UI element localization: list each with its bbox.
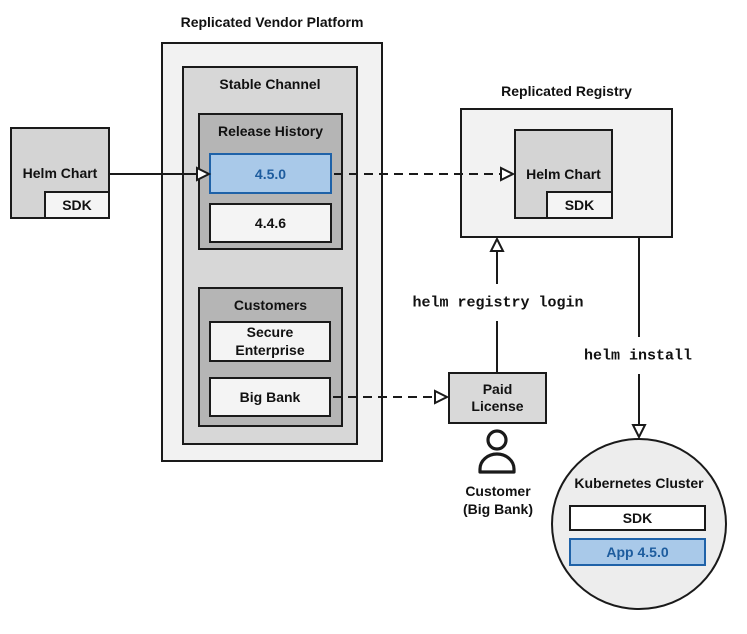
customers-title: Customers <box>233 297 308 313</box>
person-icon <box>478 429 516 474</box>
arrow-registry-to-cluster <box>631 238 647 440</box>
registry-title: Replicated Registry <box>501 83 632 99</box>
registry-helm-chart-label: Helm Chart <box>526 166 601 182</box>
cluster-sdk-box: SDK <box>569 505 706 531</box>
release-4-5-0-box: 4.5.0 <box>209 153 332 194</box>
helm-chart-source-label: Helm Chart <box>22 165 98 181</box>
release-4-4-6-box: 4.4.6 <box>209 203 332 243</box>
kubernetes-cluster-title: Kubernetes Cluster <box>574 475 704 491</box>
helm-chart-source-box: Helm Chart SDK <box>10 127 110 219</box>
paid-license-box: Paid License <box>448 372 547 424</box>
customer-caption-line1: Customer <box>465 483 531 499</box>
cluster-app-box: App 4.5.0 <box>569 538 706 566</box>
vendor-platform-title: Replicated Vendor Platform <box>180 14 364 30</box>
customer-big-bank-box: Big Bank <box>209 377 331 417</box>
helm-registry-login-label: helm registry login <box>412 294 584 312</box>
helm-install-label: helm install <box>583 347 693 365</box>
registry-sdk-box: SDK <box>546 191 613 219</box>
customer-caption-line2: (Big Bank) <box>463 501 533 517</box>
registry-helm-chart-box: Helm Chart SDK <box>514 129 613 219</box>
stable-channel-title: Stable Channel <box>219 76 321 92</box>
customer-caption: Customer (Big Bank) <box>438 482 558 518</box>
customer-secure-enterprise-box: Secure Enterprise <box>209 321 331 362</box>
helm-chart-source-sdk-box: SDK <box>44 191 110 219</box>
release-history-title: Release History <box>217 123 324 139</box>
